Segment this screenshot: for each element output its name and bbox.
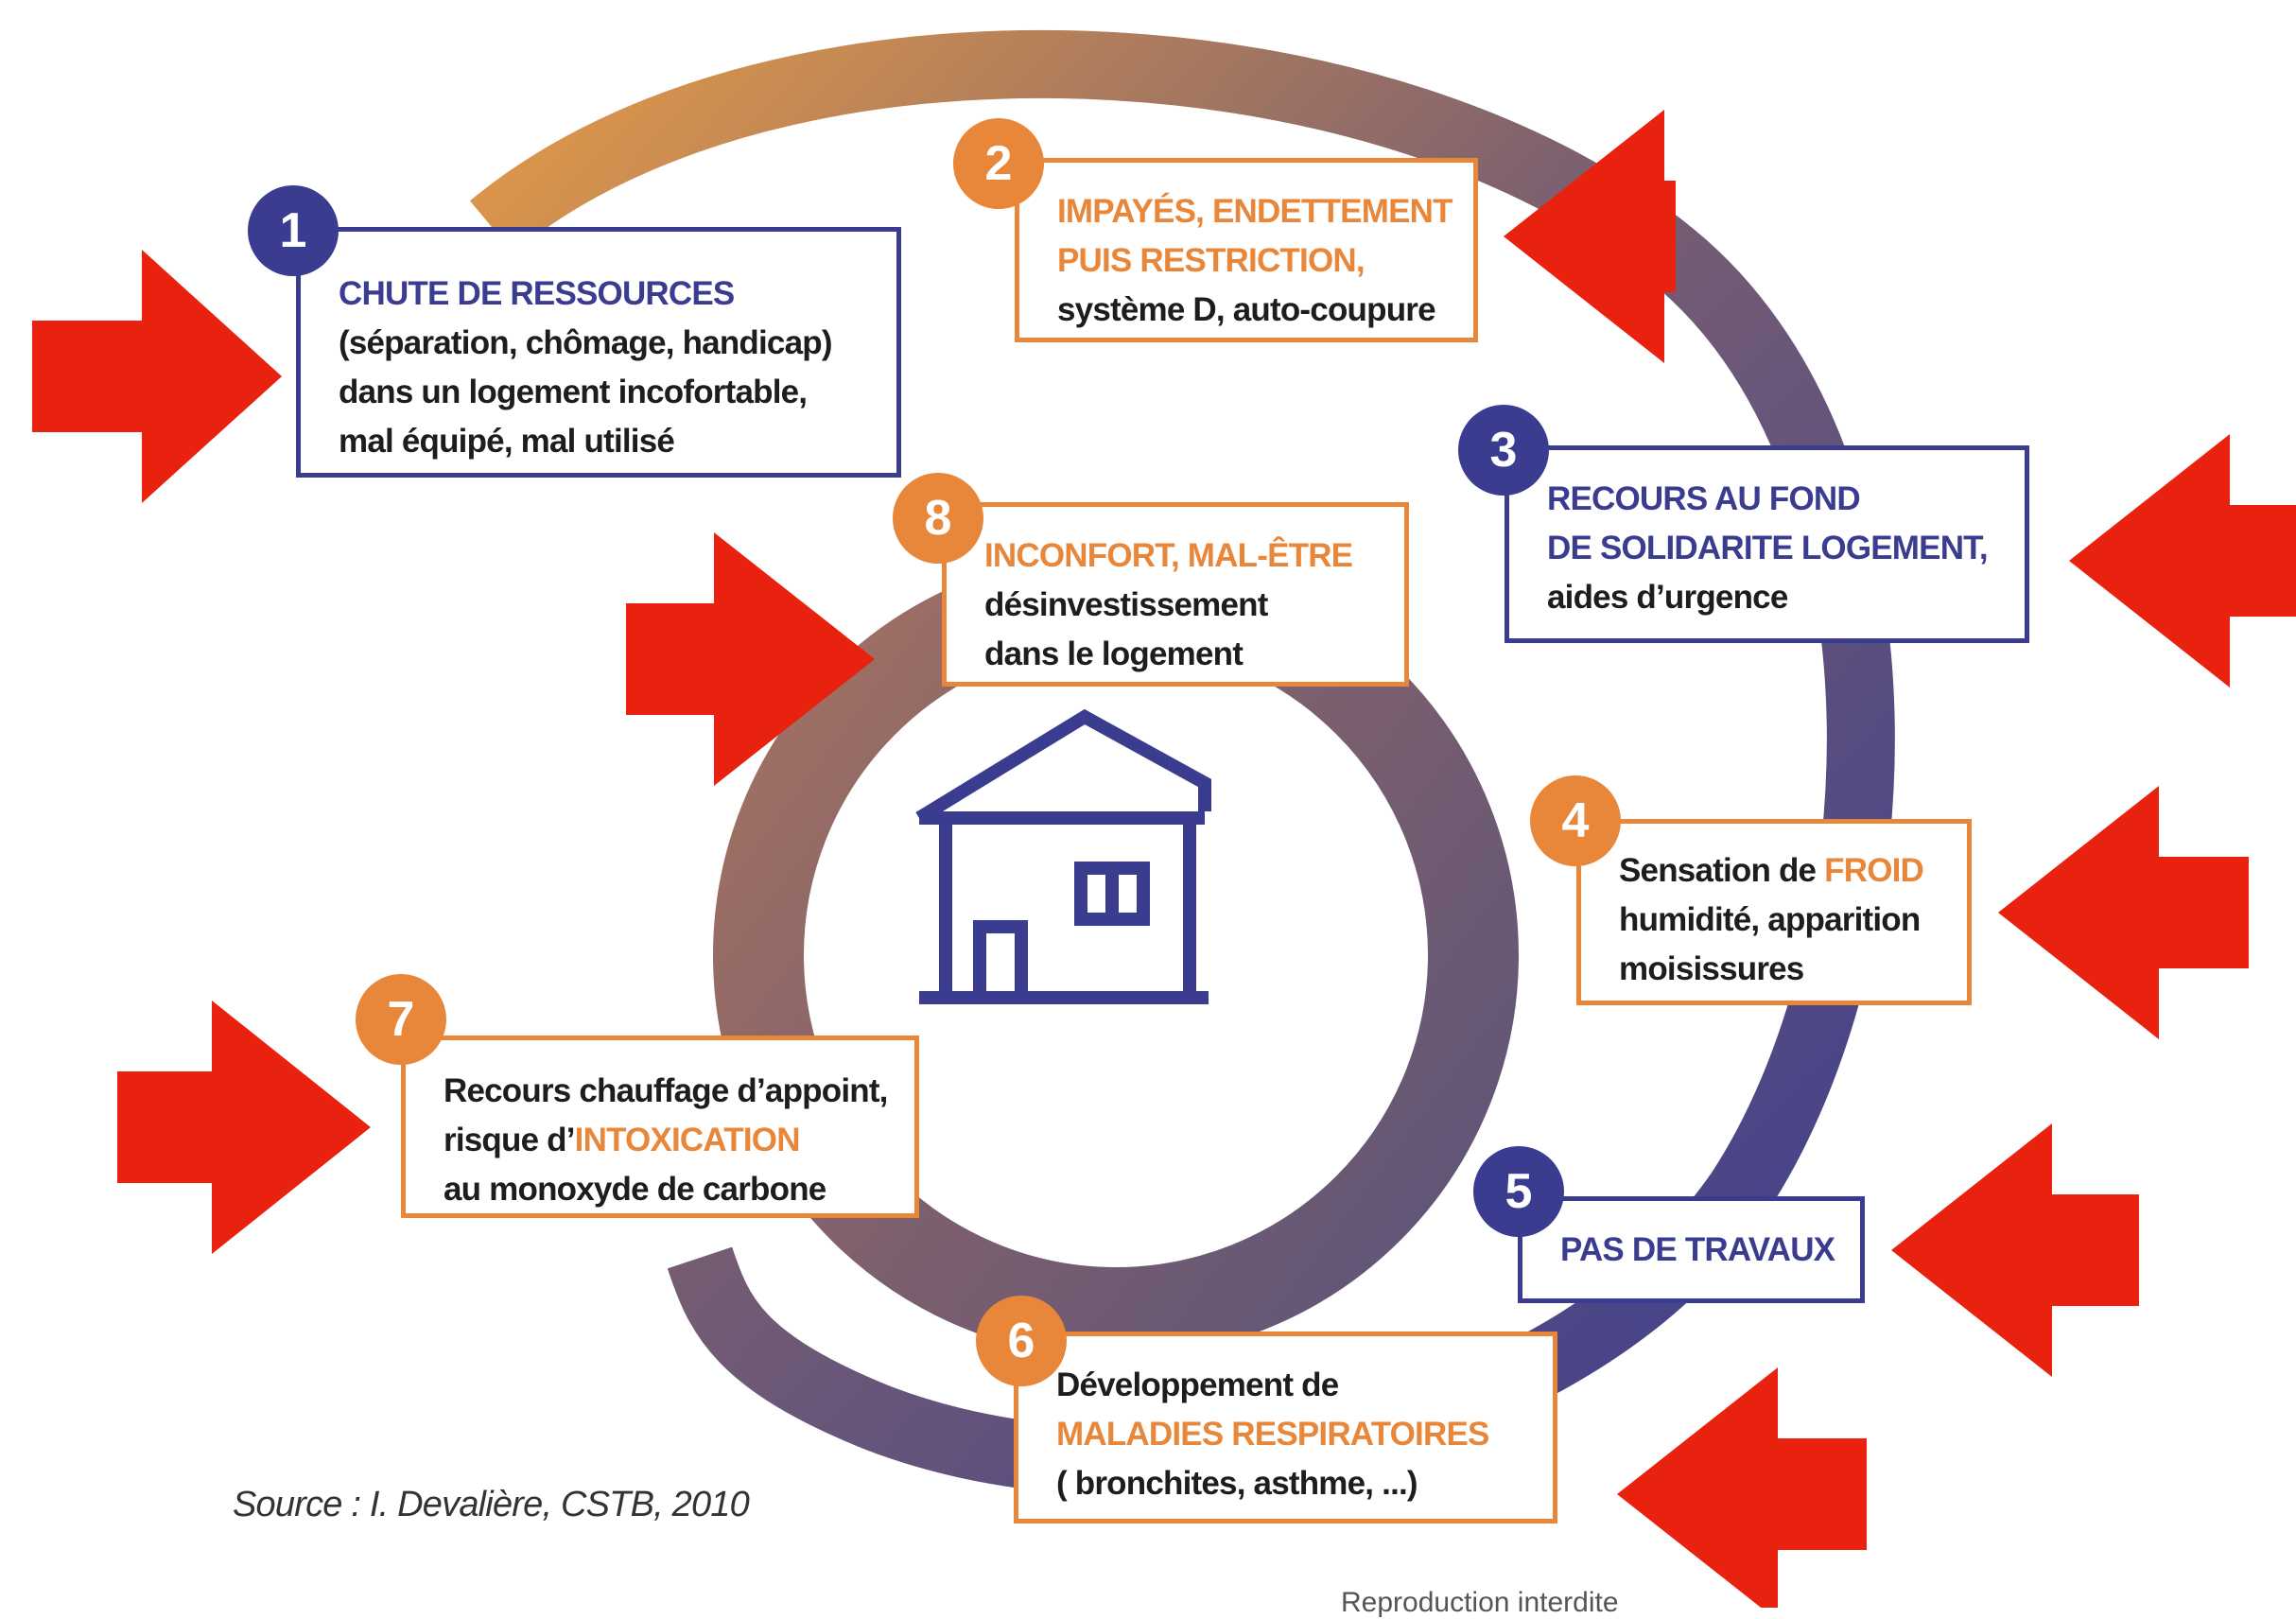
step-4-badge: 4 (1530, 775, 1621, 866)
step-1-line-2: (séparation, chômage, handicap) (339, 319, 896, 368)
step-text: MALADIES RESPIRATOIRES (1056, 1416, 1489, 1453)
step-3-box: RECOURS AU FOND DE SOLIDARITE LOGEMENT, ai… (1505, 445, 2029, 643)
step-text: au monoxyde de carbone (444, 1171, 826, 1208)
step-3-line-1: RECOURS AU FOND (1547, 475, 2025, 524)
step-1-line-4: mal équipé, mal utilisé (339, 417, 896, 466)
step-text: aides d’urgence (1547, 579, 1788, 616)
step-text: mal équipé, mal utilisé (339, 423, 675, 460)
step-2-line-2: PUIS RESTRICTION, (1057, 236, 1473, 286)
house-icon (915, 708, 1211, 1004)
step-text: INCONFORT, MAL-ÊTRE (984, 537, 1353, 574)
step-6-box: Développement de MALADIES RESPIRATOIRES ( … (1014, 1332, 1557, 1523)
step-text: moisissures (1619, 950, 1804, 987)
step-7-line-1: Recours chauffage d’appoint, (444, 1067, 914, 1116)
step-8-line-1: INCONFORT, MAL-ÊTRE (984, 531, 1404, 581)
step-text: risque d’ (444, 1122, 575, 1158)
step-text: dans un logement incofortable, (339, 374, 808, 410)
step-2-badge: 2 (953, 118, 1044, 209)
arrow-icon (1617, 1367, 1867, 1608)
step-7-line-2: risque d’INTOXICATION (444, 1116, 914, 1165)
arrow-icon (1891, 1123, 2139, 1377)
step-8-badge: 8 (893, 473, 983, 564)
step-6-line-1: Développement de (1056, 1361, 1553, 1410)
step-text: RECOURS AU FOND (1547, 480, 1861, 517)
step-text: INTOXICATION (574, 1122, 801, 1158)
step-5-line-1: PAS DE TRAVAUX (1560, 1226, 1860, 1275)
arrow-icon (1998, 786, 2249, 1039)
step-4-line-3: moisissures (1619, 945, 1967, 994)
step-8-line-2: désinvestissement (984, 581, 1404, 630)
arrow-icon (626, 532, 875, 786)
step-2-line-1: IMPAYÉS, ENDETTEMENT (1057, 187, 1473, 236)
step-1-line-1: CHUTE DE RESSOURCES (339, 270, 896, 319)
step-5-badge: 5 (1473, 1146, 1564, 1237)
step-text: Sensation de (1619, 852, 1825, 889)
step-7-badge: 7 (356, 974, 446, 1065)
step-6-badge: 6 (976, 1296, 1067, 1386)
step-4-box: Sensation de FROID humidité, apparition mo… (1576, 819, 1972, 1005)
step-text: PAS DE TRAVAUX (1560, 1231, 1835, 1268)
step-text: ( bronchites, asthme, ...) (1056, 1465, 1418, 1502)
arrow-icon (1504, 110, 1676, 363)
step-text: système D, auto-coupure (1057, 291, 1436, 328)
footer-text: Reproduction interdite (1341, 1587, 1619, 1618)
arrow-icon (2069, 434, 2296, 688)
step-3-line-3: aides d’urgence (1547, 573, 2025, 622)
step-7-line-3: au monoxyde de carbone (444, 1165, 914, 1214)
arrow-icon (117, 1001, 371, 1254)
step-text: humidité, apparition (1619, 901, 1921, 938)
source-citation: Source : I. Devalière, CSTB, 2010 (233, 1485, 750, 1524)
step-text: Recours chauffage d’appoint, (444, 1072, 888, 1109)
step-text: DE SOLIDARITE LOGEMENT, (1547, 530, 1989, 566)
step-1-badge: 1 (248, 185, 339, 276)
step-text: IMPAYÉS, ENDETTEMENT (1057, 193, 1452, 230)
step-3-badge: 3 (1458, 405, 1549, 496)
step-1-box: CHUTE DE RESSOURCES (séparation, chômage,… (296, 227, 901, 478)
step-2-line-3: système D, auto-coupure (1057, 286, 1473, 335)
step-6-line-2: MALADIES RESPIRATOIRES (1056, 1410, 1553, 1459)
step-4-line-1: Sensation de FROID (1619, 846, 1967, 896)
step-text: désinvestissement (984, 586, 1268, 623)
step-3-line-2: DE SOLIDARITE LOGEMENT, (1547, 524, 2025, 573)
arrow-icon (32, 250, 282, 503)
step-8-box: INCONFORT, MAL-ÊTRE désinvestissement dans… (942, 502, 1409, 687)
step-text: FROID (1824, 852, 1924, 889)
step-text: CHUTE DE RESSOURCES (339, 275, 735, 312)
step-5-box: PAS DE TRAVAUX (1518, 1196, 1865, 1303)
step-6-line-3: ( bronchites, asthme, ...) (1056, 1459, 1553, 1508)
step-text: Développement de (1056, 1367, 1339, 1403)
step-4-line-2: humidité, apparition (1619, 896, 1967, 945)
step-2-box: IMPAYÉS, ENDETTEMENT PUIS RESTRICTION, sys… (1015, 158, 1478, 342)
arrows-layer (32, 110, 2296, 1608)
step-text: dans le logement (984, 635, 1244, 672)
step-8-line-3: dans le logement (984, 630, 1404, 679)
step-text: PUIS RESTRICTION, (1057, 242, 1365, 279)
step-7-box: Recours chauffage d’appoint, risque d’INT… (401, 1036, 919, 1218)
step-1-line-3: dans un logement incofortable, (339, 368, 896, 417)
step-text: (séparation, chômage, handicap) (339, 324, 833, 361)
